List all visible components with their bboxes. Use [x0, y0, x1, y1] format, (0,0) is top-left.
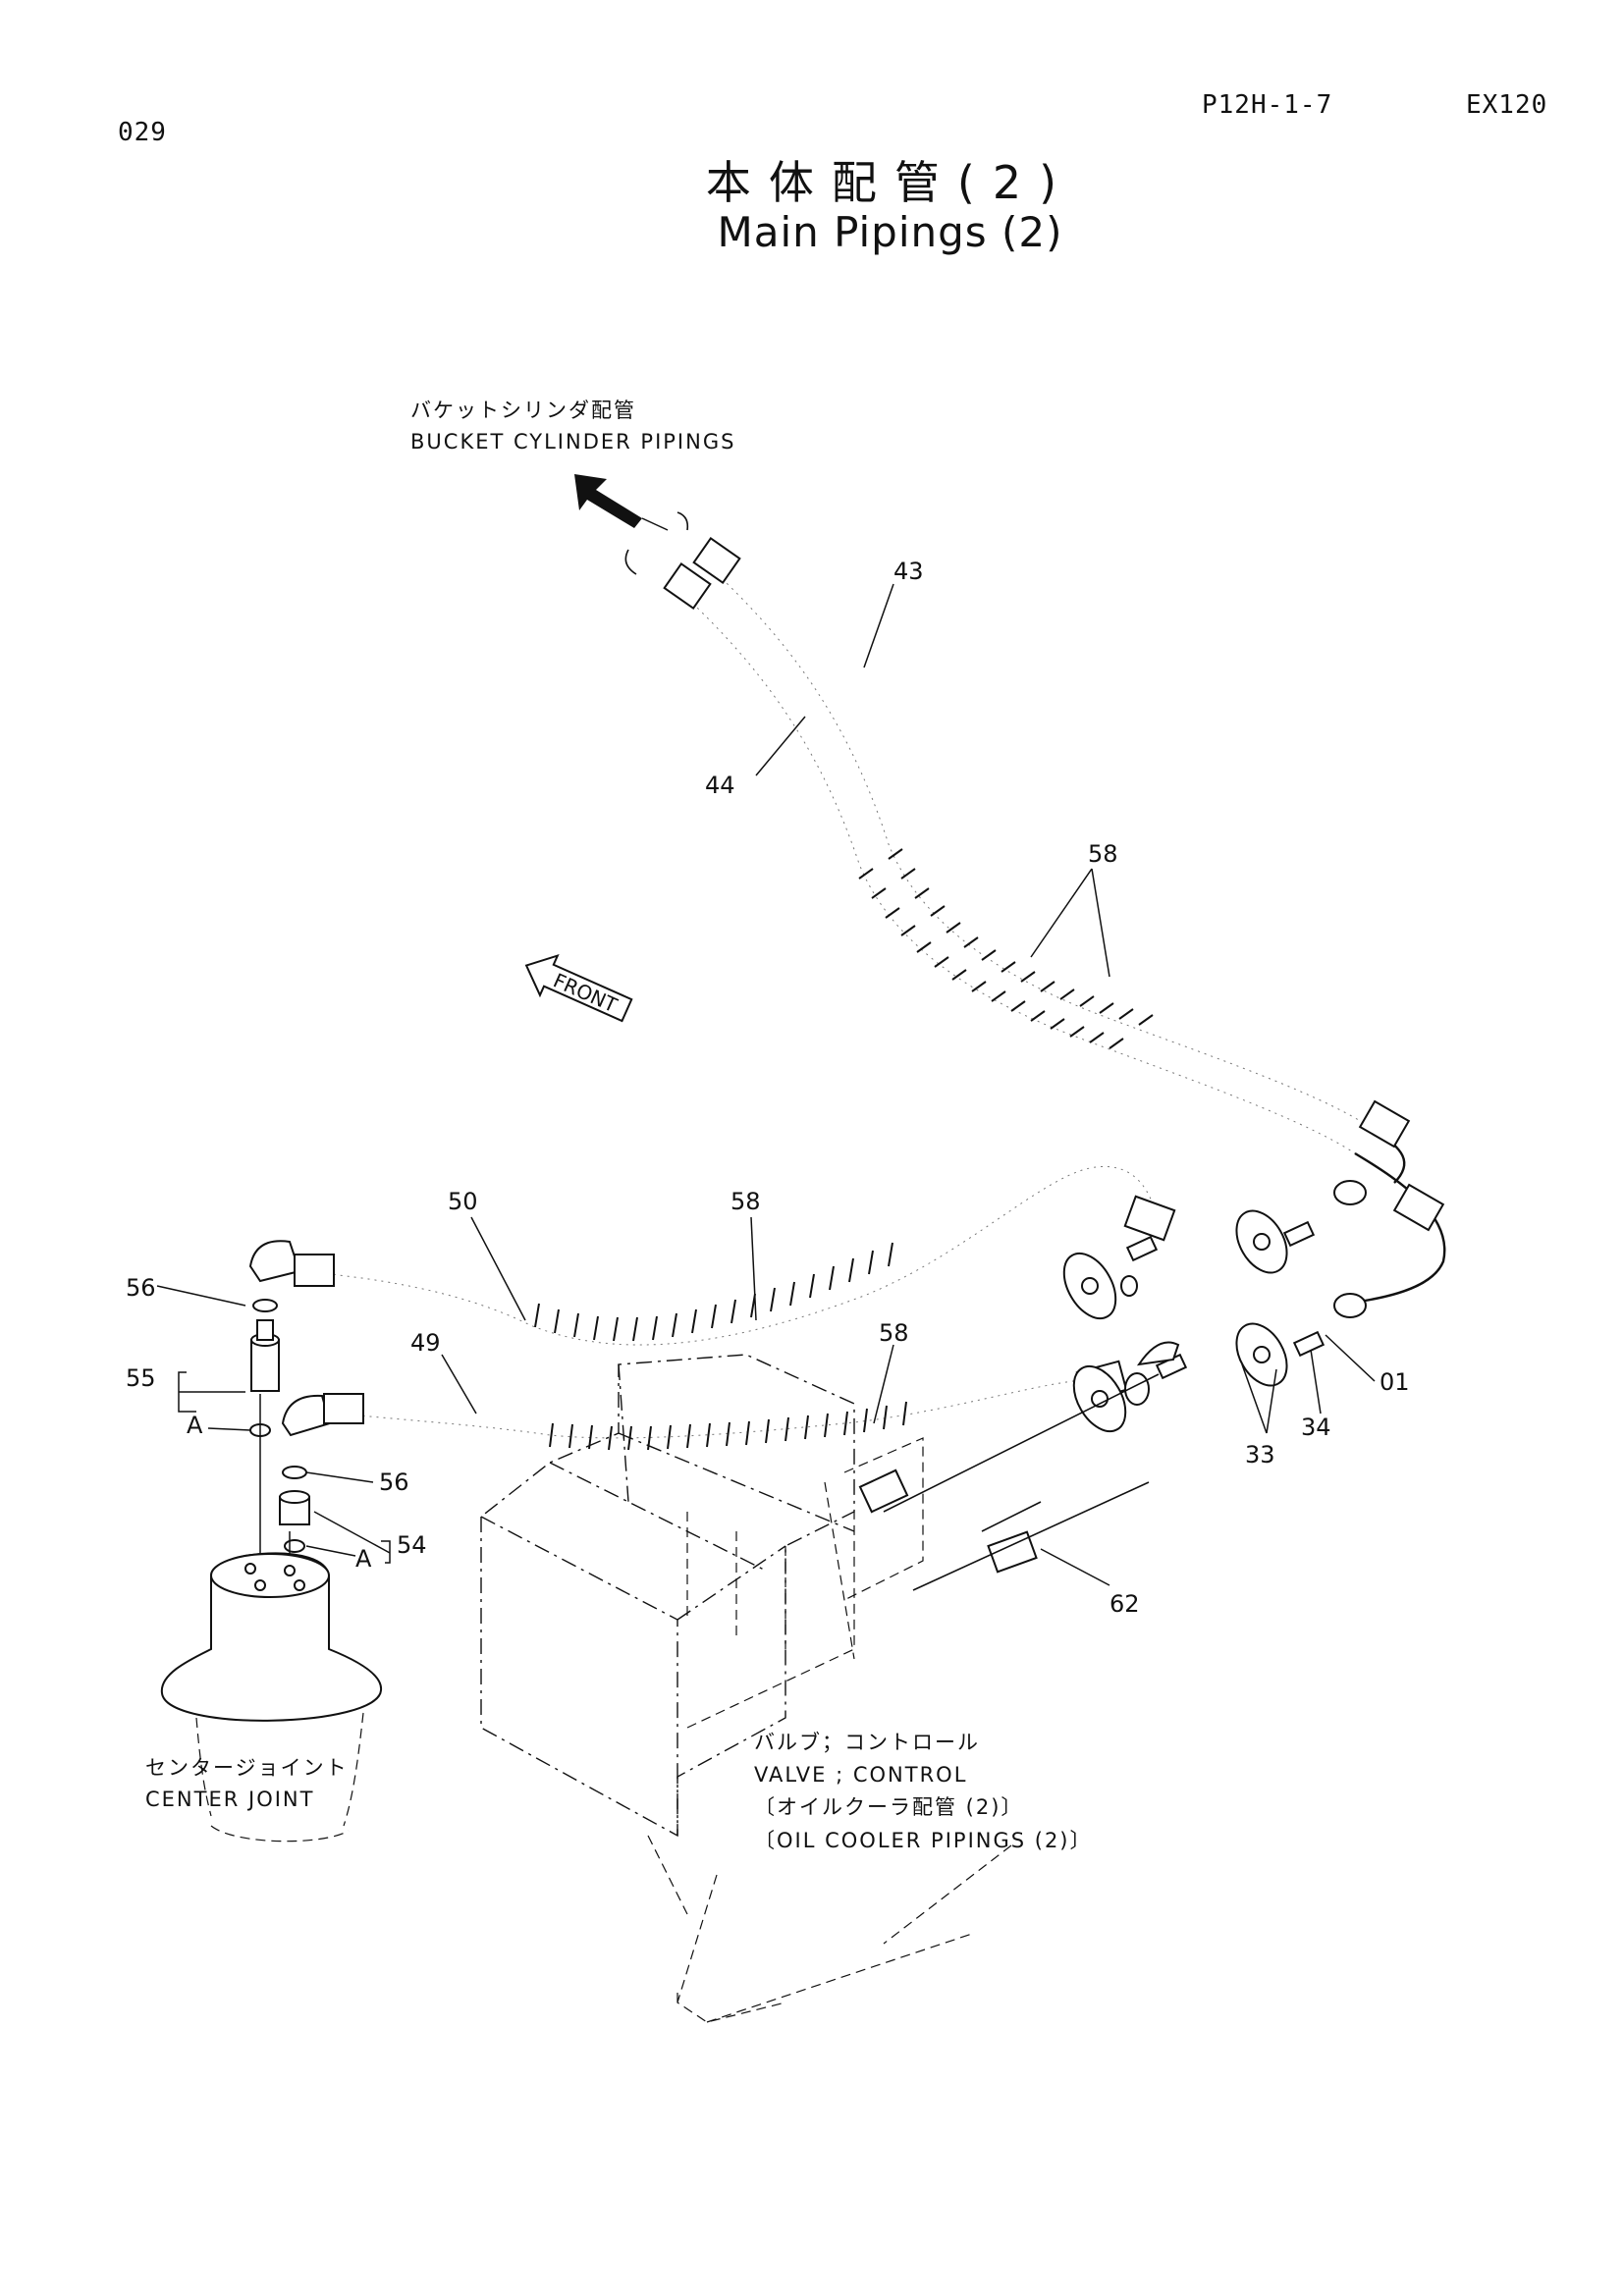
model-code: EX120: [1466, 90, 1548, 120]
hose-44: [663, 561, 1364, 1166]
callout-58-top: 58: [1088, 840, 1118, 868]
callout-58-middle: 58: [730, 1188, 761, 1215]
hose-62: [858, 1400, 1106, 1574]
page-number: 029: [118, 118, 167, 147]
hose-43: [692, 536, 1381, 1142]
hose-50: [248, 1153, 1176, 1359]
arrow-icon: [574, 474, 669, 531]
callout-a-lower: A: [355, 1545, 372, 1573]
oil-cooler-en: 〔OIL COOLER PIPINGS (2)〕: [754, 1829, 1093, 1852]
callout-58-lower: 58: [879, 1319, 909, 1347]
leader-lines: [156, 583, 1376, 1586]
control-valve-phantom: [480, 1354, 1160, 2023]
callout-55: 55: [126, 1364, 156, 1392]
center-joint-ja: センタージョイント: [145, 1756, 349, 1780]
oil-cooler-ja: 〔オイルクーラ配管 (2)〕: [754, 1795, 1023, 1819]
callout-56-top: 56: [126, 1274, 156, 1302]
reference-code: P12H-1-7: [1202, 90, 1333, 120]
valve-note-en: VALVE ; CONTROL: [754, 1763, 967, 1787]
callout-62: 62: [1109, 1590, 1140, 1618]
callout-50: 50: [448, 1188, 478, 1215]
callout-34: 34: [1301, 1414, 1331, 1441]
center-joint-body: [160, 1552, 383, 1842]
elbow-fittings-right: [1333, 1099, 1446, 1318]
callout-43: 43: [893, 558, 924, 585]
title-english: Main Pipings (2): [717, 208, 1063, 256]
callout-56-bottom: 56: [379, 1468, 409, 1496]
title-japanese: 本体配管(2): [705, 156, 1075, 209]
callout-49: 49: [410, 1329, 441, 1357]
protector-spiral-top: [858, 848, 1154, 1049]
valve-note-ja: バルブ；コントロール: [754, 1731, 980, 1754]
bucket-note-en: BUCKET CYLINDER PIPINGS: [410, 430, 735, 454]
front-direction-icon: FRONT: [524, 953, 633, 1023]
callout-44: 44: [705, 772, 735, 799]
callout-01: 01: [1380, 1368, 1410, 1396]
callout-a-upper: A: [187, 1412, 203, 1439]
callout-54: 54: [397, 1531, 427, 1559]
front-label: FRONT: [550, 968, 622, 1017]
brace-mark: [624, 511, 689, 575]
center-joint-en: CENTER JOINT: [145, 1788, 314, 1811]
callout-33: 33: [1245, 1441, 1275, 1468]
flange-assemblies: [1062, 1209, 1325, 1433]
bucket-note-ja: バケットシリンダ配管: [410, 399, 636, 422]
swivel-fittings: [249, 1299, 310, 1610]
